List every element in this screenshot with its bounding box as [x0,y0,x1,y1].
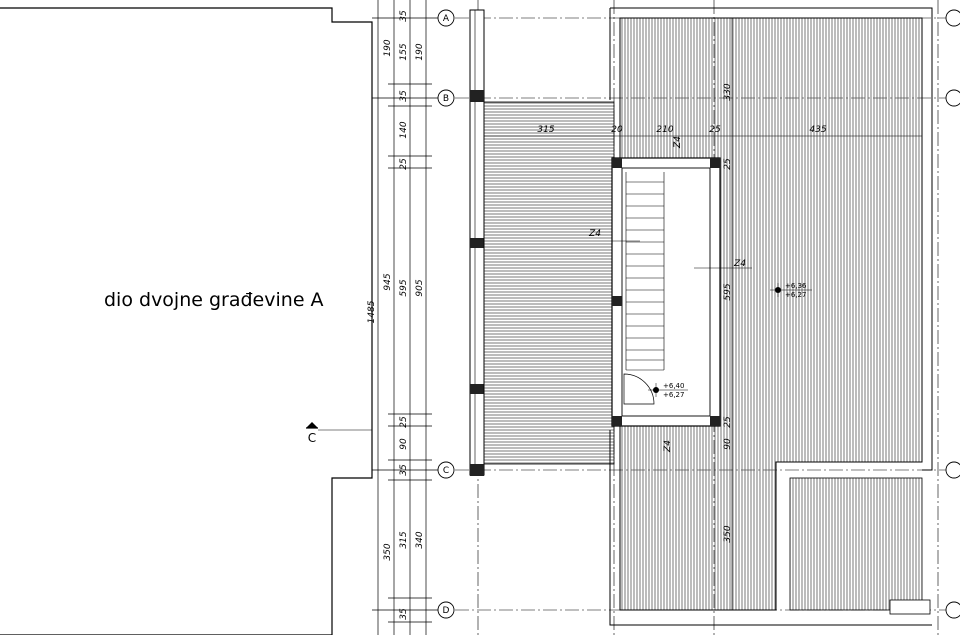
section-mark-c: C [306,422,372,445]
dim-435h: 435 [809,125,826,135]
lower-right-box [889,599,931,615]
dim-35c: 35 [399,464,409,476]
dim-330: 330 [723,83,733,100]
axis-marker-right-b [945,89,960,107]
dimension-lines-left [372,0,438,635]
building-a-outline [0,7,373,635]
axis-marker-b: B [437,89,455,107]
level-mark-stair: +6,40 +6,27 [648,382,688,399]
axis-marker-c: C [437,461,455,479]
svg-text:+6,40: +6,40 [663,382,684,390]
svg-text:C: C [443,466,449,476]
axis-marker-d: D [437,601,455,619]
door-swing [623,373,655,405]
svg-text:D: D [443,606,450,616]
dim-155: 155 [399,43,409,60]
vertical-dimensions: 1485 190 945 350 155 140 595 90 315 35 1… [367,10,425,620]
label-z4-2: Z4 [673,136,683,149]
svg-text:+6,27: +6,27 [663,391,684,399]
building-label: dio dvojne građevine A [104,289,324,311]
dim-35d: 35 [399,608,409,620]
dim-210h: 210 [656,125,673,135]
dim-340: 340 [415,531,425,548]
dim-25m2: 25 [723,416,733,428]
dim-25h: 25 [709,125,721,135]
horizontal-dimensions: 315 20 210 25 435 [484,125,922,137]
dim-595m: 595 [723,283,733,300]
dim-595a: 595 [399,279,409,296]
axis-marker-a: A [437,9,455,27]
dim-25b: 25 [399,416,409,428]
axis-marker-right-c [945,461,960,479]
svg-text:C: C [308,431,316,445]
axis-marker-right-d [945,601,960,619]
main-roof-outline [609,7,933,626]
dim-1485: 1485 [367,300,377,323]
dim-190a: 190 [383,39,393,56]
dim-25m1: 25 [723,158,733,170]
level-mark-roof: +6,36 +6,27 [770,282,812,299]
axis-markers: A B C D [437,9,960,619]
dim-350a: 350 [383,543,393,560]
label-z4-3: Z4 [733,259,746,269]
stair-flight [625,172,665,371]
dim-90m: 90 [723,438,733,450]
dim-20h: 20 [611,125,623,135]
dim-25a: 25 [399,158,409,170]
lower-right-hatch [789,477,923,611]
dim-905: 905 [415,279,425,296]
dim-350m: 350 [723,525,733,542]
axis-marker-right-a [945,9,960,27]
dim-315h: 315 [537,125,554,135]
dim-90a: 90 [399,438,409,450]
label-z4-1: Z4 [588,229,601,239]
left-terrace-hatch [483,101,615,465]
svg-text:A: A [443,14,450,24]
dim-140: 140 [399,121,409,138]
svg-text:+6,27: +6,27 [785,291,806,299]
left-wall [469,9,485,476]
dim-35b: 35 [399,90,409,102]
dim-190b: 190 [415,43,425,60]
svg-text:+6,36: +6,36 [785,282,807,290]
dim-945: 945 [383,273,393,290]
svg-text:B: B [443,94,449,104]
dim-35a: 35 [399,10,409,22]
dim-315a: 315 [399,531,409,548]
stair-core [611,157,721,427]
label-z4-4: Z4 [663,440,673,453]
mid-dimensions: 330 25 595 25 90 350 [723,18,733,610]
